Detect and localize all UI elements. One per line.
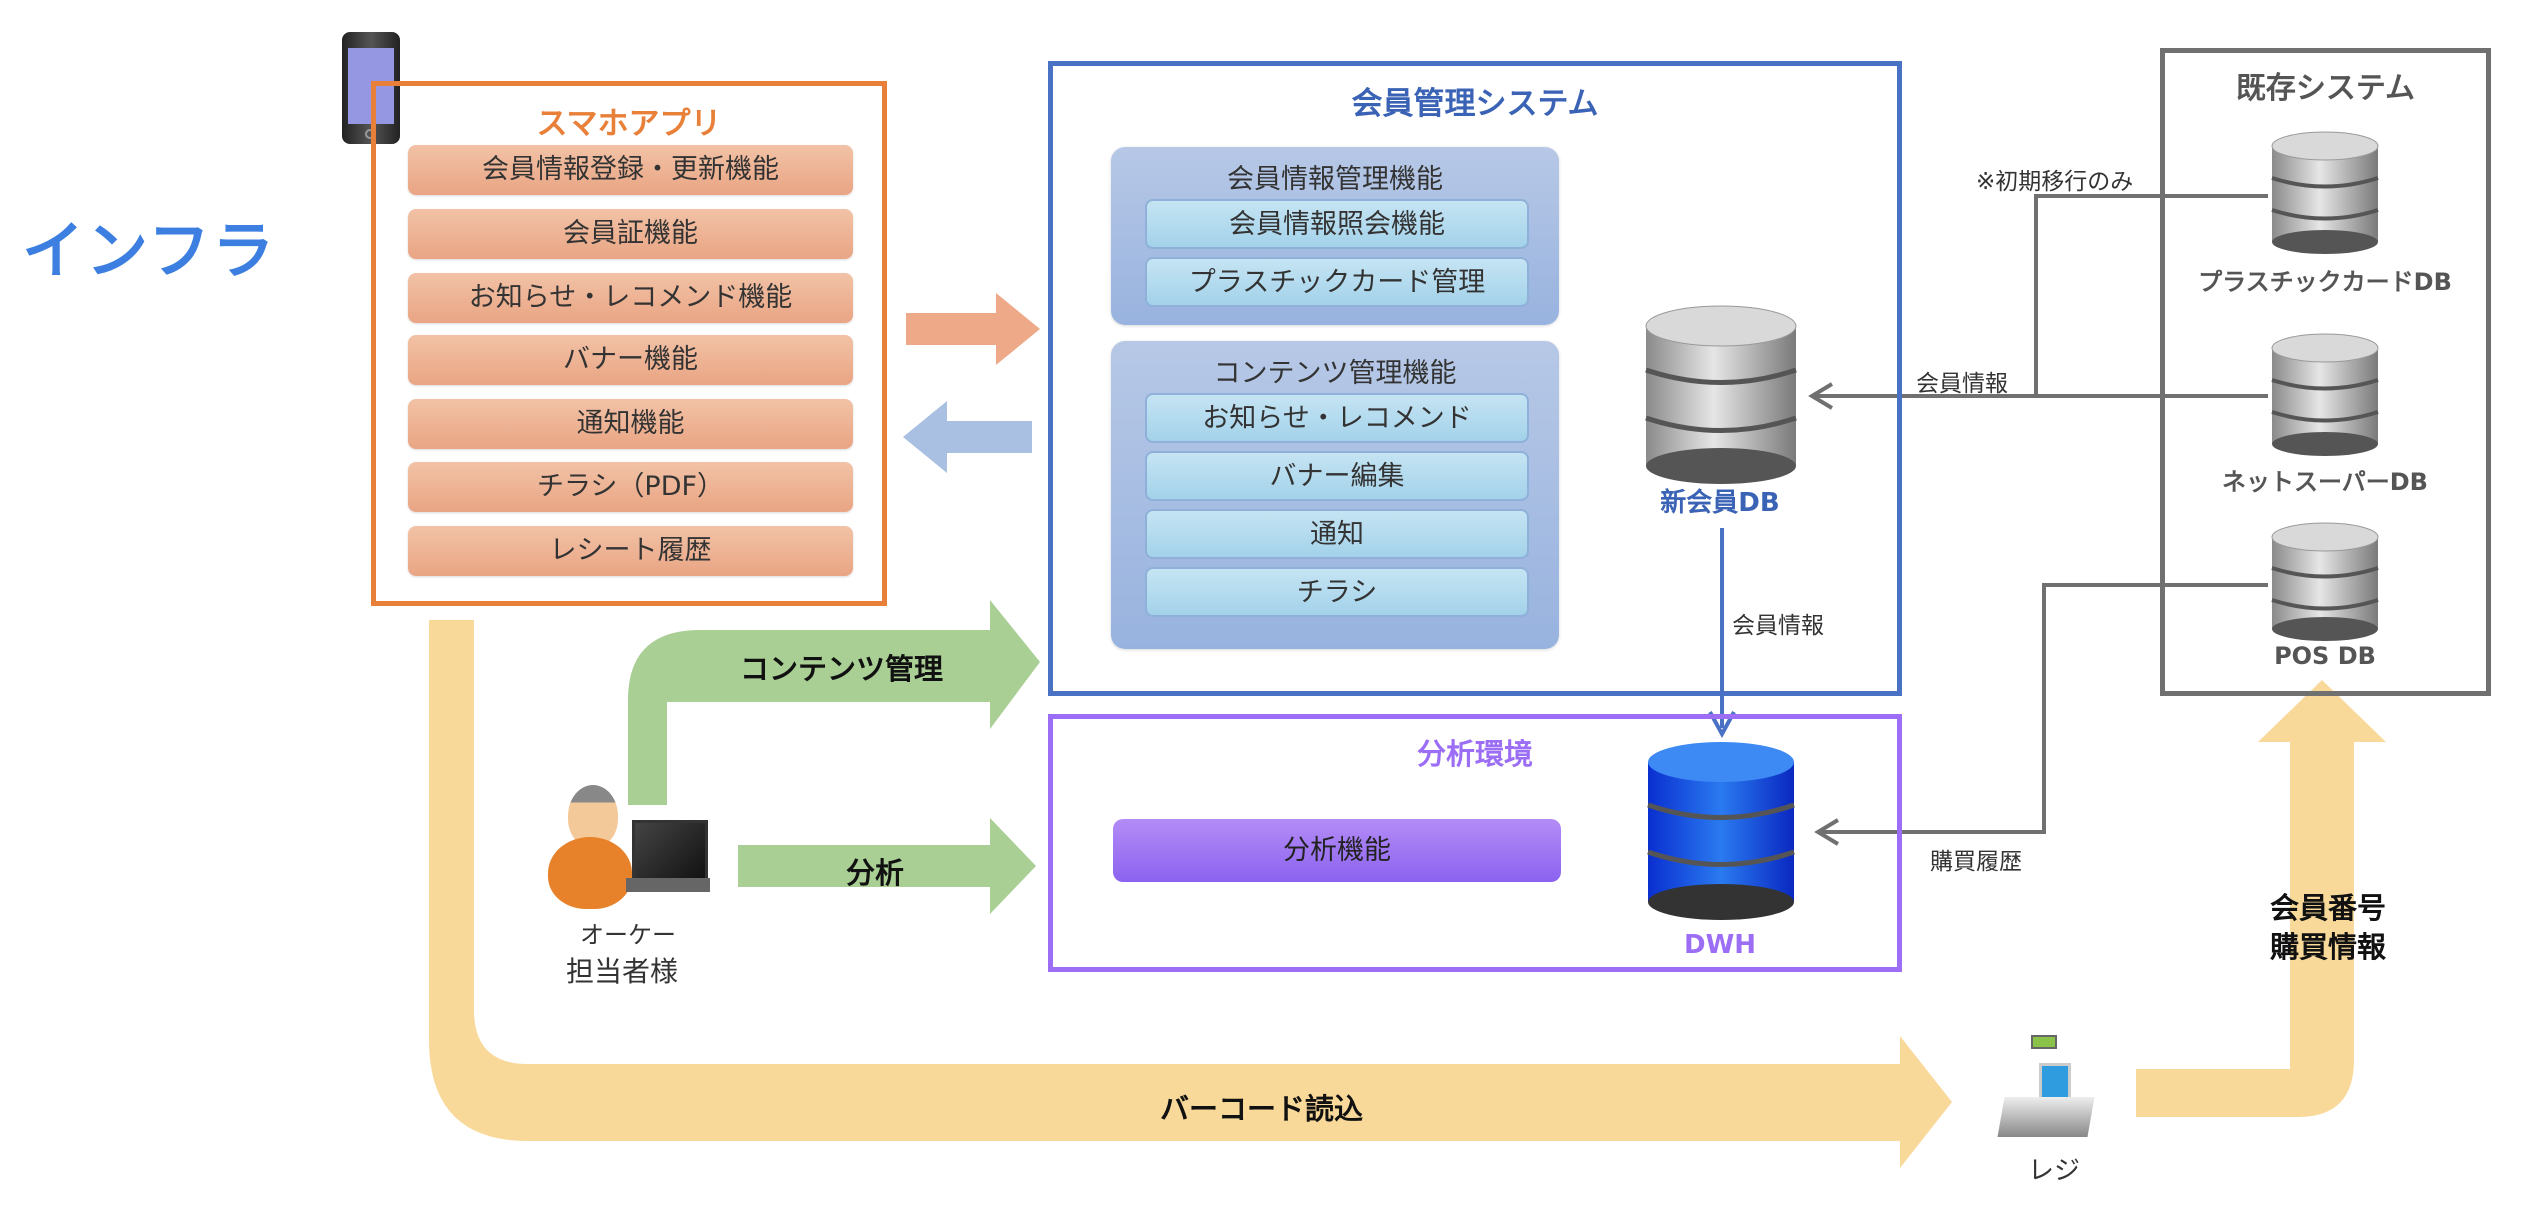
group-title: コンテンツ管理機能 xyxy=(1213,358,1457,389)
initial-migration-note: ※初期移行のみ xyxy=(1976,169,2134,195)
member-info-from-legacy-label: 会員情報 xyxy=(1916,371,2008,397)
plastic-card-db-line xyxy=(2034,194,2268,396)
operator-role: 担当者様 xyxy=(566,955,679,988)
member-system-title: 会員管理システム xyxy=(1351,86,1599,122)
operator-company: オーケー xyxy=(580,921,676,949)
member-info-to-dwh-label: 会員情報 xyxy=(1732,613,1824,639)
purchase-history-label: 購買履歴 xyxy=(1930,849,2022,875)
group-item: バナー編集 xyxy=(1145,451,1529,501)
analysis-arrow xyxy=(738,818,1036,914)
group-item: 会員情報照会機能 xyxy=(1145,199,1529,249)
member-system-box: 会員管理システム 会員情報管理機能 会員情報照会機能 プラスチックカード管理 コ… xyxy=(1048,61,1902,696)
operator-icon xyxy=(548,785,713,910)
legacy-system-title: 既存システム xyxy=(2235,71,2416,106)
pos-db-label: POS DB xyxy=(2274,642,2376,670)
smartphone-app-box: スマホアプリ 会員情報登録・更新機能 会員証機能 お知らせ・レコメンド機能 バナ… xyxy=(371,81,887,606)
app-function-item: チラシ（PDF） xyxy=(408,462,853,512)
purchase-history-arrowhead xyxy=(1814,818,1840,846)
member-info-group: 会員情報管理機能 会員情報照会機能 プラスチックカード管理 xyxy=(1111,147,1559,325)
analysis-label: 分析 xyxy=(846,856,905,890)
member-db-label: 新会員DB xyxy=(1660,488,1780,518)
app-function-item: 通知機能 xyxy=(408,399,853,449)
analysis-env-box: 分析環境 分析機能 xyxy=(1048,714,1902,972)
register-icon xyxy=(1995,1035,2105,1145)
group-title: 会員情報管理機能 xyxy=(1227,164,1443,195)
dwh-label: DWH xyxy=(1683,930,1757,960)
app-function-item: お知らせ・レコメンド機能 xyxy=(408,273,853,323)
analysis-function-item: 分析機能 xyxy=(1113,819,1561,882)
page-title: インフラ xyxy=(22,214,277,287)
group-item: 通知 xyxy=(1145,509,1529,559)
app-function-item: 会員証機能 xyxy=(408,209,853,259)
barcode-flow-arrow xyxy=(429,620,1952,1168)
member-info-arrowhead xyxy=(1808,382,1834,410)
system-to-app-arrow xyxy=(903,401,1032,473)
barcode-label: バーコード読込 xyxy=(1160,1092,1364,1126)
pos-upload-label-2: 購買情報 xyxy=(2270,930,2387,964)
member-db-to-dwh-arrowhead xyxy=(1708,711,1736,739)
content-mgmt-label: コンテンツ管理 xyxy=(740,652,944,686)
content-mgmt-group: コンテンツ管理機能 お知らせ・レコメンド バナー編集 通知 チラシ xyxy=(1111,341,1559,649)
legacy-system-box: 既存システム xyxy=(2160,48,2491,696)
register-label: レジ xyxy=(2028,1156,2081,1186)
pos-upload-label-1: 会員番号 xyxy=(2270,891,2387,925)
app-function-item: レシート履歴 xyxy=(408,526,853,576)
content-mgmt-arrow xyxy=(628,600,1040,805)
app-function-item: 会員情報登録・更新機能 xyxy=(408,145,853,195)
pos-upload-flow-arrow xyxy=(2136,680,2386,1117)
group-item: チラシ xyxy=(1145,567,1529,617)
net-super-db-label: ネットスーパーDB xyxy=(2222,468,2428,496)
app-to-system-arrow xyxy=(906,293,1040,365)
plastic-card-db-label: プラスチックカードDB xyxy=(2198,268,2452,296)
group-item: お知らせ・レコメンド xyxy=(1145,393,1529,443)
group-item: プラスチックカード管理 xyxy=(1145,257,1529,307)
app-function-item: バナー機能 xyxy=(408,335,853,385)
smartphone-app-title: スマホアプリ xyxy=(536,106,722,142)
analysis-env-title: 分析環境 xyxy=(1416,737,1533,771)
pos-db-line xyxy=(1820,583,2268,834)
